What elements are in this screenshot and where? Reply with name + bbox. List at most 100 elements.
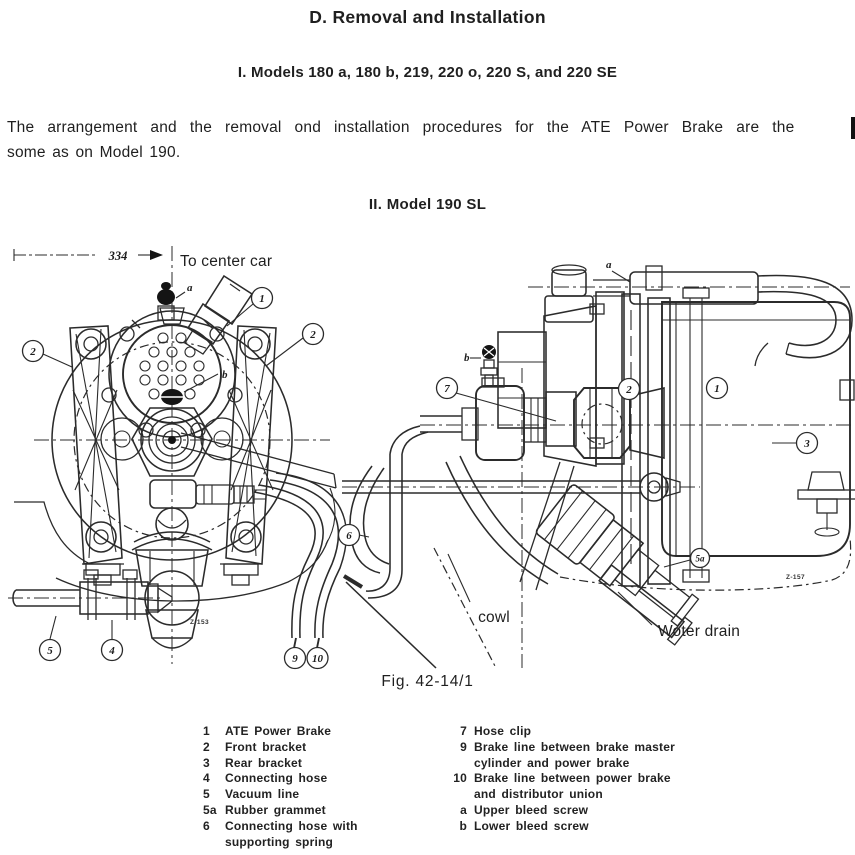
callout-10: 10: [306, 646, 329, 670]
bleed-a-label: a: [187, 282, 193, 294]
callout-6-label: 6: [346, 530, 352, 542]
bleed-b-right-label: b: [464, 352, 470, 364]
legend-line-1: Upper bleed screw: [474, 802, 589, 817]
callout-9: 9: [283, 646, 307, 670]
rear-bracket-bolt: [797, 471, 855, 537]
legend-line-1: ATE Power Brake: [225, 724, 332, 738]
water-drain-label-group: Woter drain: [617, 591, 740, 640]
plate-code-right: Z-157: [786, 574, 805, 581]
legend-item-number: b: [459, 818, 467, 833]
bleed-b-label: b: [222, 369, 228, 381]
cowl-label: cowl: [478, 609, 510, 626]
cowl-lines: cowl: [342, 553, 510, 669]
push-rod: [180, 432, 337, 489]
dimension-label: 334: [108, 249, 128, 263]
callout-1-side: 1: [705, 376, 729, 400]
legend-item-number: 3: [203, 755, 210, 770]
to-center-car-label: To center car: [180, 253, 272, 270]
front-housing: [497, 291, 625, 467]
legend-line-1: Lower bleed screw: [474, 818, 589, 833]
legend-item-text: Front bracket: [225, 740, 443, 756]
legend-item-number: 4: [203, 771, 210, 786]
callout-2l-label: 2: [29, 346, 36, 358]
check-valve-a: a: [544, 259, 759, 323]
brake-lines-9-10: [253, 472, 348, 649]
legend-item-text: ATE Power Brake: [225, 724, 443, 740]
callout-5a: 5a: [663, 547, 711, 569]
legend-line-1: Rubber grammet: [225, 802, 326, 817]
bleed-a-right-label: a: [606, 259, 612, 271]
legend-line-1: Rear bracket: [225, 755, 303, 770]
callout-10-label: 10: [312, 653, 324, 665]
callout-3-label: 3: [803, 438, 810, 450]
figure-42-14-1: 334 To center car: [8, 246, 855, 670]
left-diagram: 334 To center car: [8, 246, 348, 670]
section-heading-models: I. Models 180 a, 180 b, 219, 220 o, 220 …: [237, 64, 618, 81]
legend-item-number: 5a: [203, 802, 217, 817]
plate-code-left: Z-153: [190, 619, 209, 626]
legend-item: 2 Front bracket: [203, 740, 443, 756]
callout-6: 6: [337, 523, 370, 547]
callout-4: 4: [100, 620, 124, 662]
legend-line-1: Brake line between power brake: [474, 771, 671, 786]
legend-item-number: a: [460, 802, 467, 817]
front-bracket-right: [220, 325, 277, 586]
legend-item-text: Connecting hose: [225, 771, 443, 787]
right-diagram: a: [337, 259, 855, 669]
callout-1-left: 1: [226, 286, 274, 327]
legend-item: 3 Rear bracket: [203, 756, 443, 772]
brake-line-tube: [342, 472, 681, 502]
legend-item: 7 Hose clip: [447, 724, 697, 740]
intro-line-1: The arrangement and the removal ond inst…: [7, 119, 795, 136]
legend-left-column: 1 ATE Power Brake 2 Front bracket 3 Rear…: [203, 724, 443, 850]
callout-2-side: 2: [617, 377, 641, 401]
callout-1-label: 1: [259, 293, 265, 305]
vacuum-fitting: [184, 274, 254, 355]
legend-item-text: Rear bracket: [225, 756, 443, 772]
bell-housing: [131, 531, 213, 649]
callout-7: 7: [435, 376, 557, 422]
vacuum-loop-pipe: [754, 274, 853, 367]
intro-paragraph: The arrangement and the removal ond inst…: [7, 115, 848, 165]
legend-item-text: Lower bleed screw: [474, 819, 697, 835]
scan-edge-artifact: [851, 117, 855, 139]
legend-line-1: Connecting hose with: [225, 818, 358, 833]
master-cylinder-hub: [100, 407, 337, 489]
callout-9-label: 9: [292, 653, 298, 665]
legend-item: 5 Vacuum line: [203, 787, 443, 803]
legend-item-text: Vacuum line: [225, 787, 443, 803]
callout-4-label: 4: [108, 645, 115, 657]
legend-item-number: 10: [453, 771, 467, 786]
callout-1s-label: 1: [714, 383, 720, 395]
legend-item-text: Upper bleed screw: [474, 803, 697, 819]
callout-2-left: 2: [21, 339, 73, 368]
legend-item: 4 Connecting hose: [203, 771, 443, 787]
filter-assembly: [535, 484, 700, 627]
vacuum-line-clamp: [8, 569, 173, 620]
callout-2s-label: 2: [625, 384, 632, 396]
dimension-334: 334 To center car: [13, 249, 272, 270]
legend-item-number: 1: [203, 724, 210, 738]
water-drain-label: Woter drain: [658, 623, 740, 640]
legend-item-number: 2: [203, 739, 210, 754]
legend-line-1: Hose clip: [474, 724, 532, 738]
legend-line-1: Brake line between brake master: [474, 739, 675, 754]
callout-5: 5: [38, 615, 62, 662]
centerline-vertical: [34, 246, 330, 664]
power-brake-side-view: [621, 265, 855, 587]
legend-item-text: Rubber grammet: [225, 803, 443, 819]
legend-line-1: Connecting hose: [225, 771, 328, 786]
callout-2-right: 2: [265, 322, 325, 367]
figure-caption: Fig. 42-14/1: [381, 673, 474, 690]
legend-item: b Lower bleed screw: [447, 819, 697, 835]
legend-line-2: and distributor union: [474, 787, 603, 802]
intro-line-2: some as on Model 190.: [7, 144, 181, 161]
legend-item-number: 9: [460, 739, 467, 754]
